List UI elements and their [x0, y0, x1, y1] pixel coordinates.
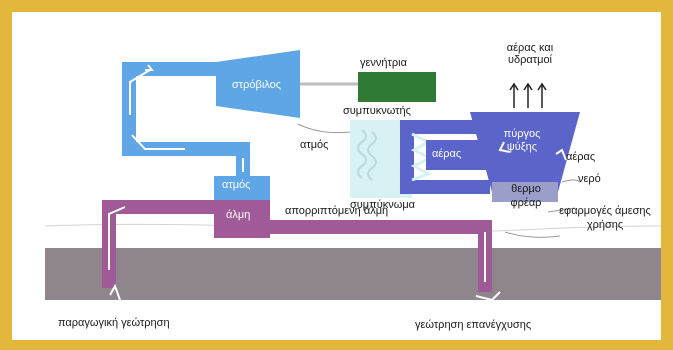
tower-exhaust-arrows	[509, 82, 547, 108]
brine-pipes	[102, 200, 492, 292]
condenser-label: συμπυκνωτής	[343, 105, 411, 117]
generator-box	[358, 72, 436, 102]
reinjection-well-label: γεώτρηση επανέγχυσης	[415, 319, 532, 331]
turbine-shape	[216, 50, 300, 118]
well-arrows	[109, 283, 501, 302]
rejected-brine-label: απορριπτόμενη άλμη	[285, 205, 389, 217]
steam-arrows	[129, 64, 244, 172]
steam-box-label: ατμός	[222, 179, 251, 191]
generator-label: γεννήτρια	[360, 57, 407, 69]
separator-steam	[214, 176, 270, 200]
steam-label: ατμός	[300, 139, 329, 151]
turbine-label: στρόβιλος	[232, 79, 282, 91]
air-inner-label: αέρας	[432, 148, 462, 160]
leader-lines	[297, 123, 581, 238]
condensate-label: συμπύκνωμα	[350, 199, 416, 211]
production-well-label: παραγωγική γεώτρηση	[58, 317, 170, 329]
condenser-coils	[357, 129, 377, 181]
ground-layer	[45, 248, 661, 300]
steam-pipe	[122, 62, 250, 182]
direct-use-label: εφαρμογές άμεσης χρήσης	[559, 205, 651, 231]
brine-arrows	[108, 206, 486, 282]
air-right-label: αέρας	[566, 151, 596, 163]
water-label: νερό	[578, 173, 601, 185]
tower-air-arrows	[498, 141, 567, 161]
air-vapour-label: αέρας και υδρατμοί	[506, 42, 554, 66]
brine-box-label: άλμη	[226, 209, 251, 221]
air-inner-box	[426, 140, 486, 170]
cooling-tower-shape	[470, 112, 580, 192]
hot-well-shape	[492, 182, 558, 202]
hot-well-label: θερμο φρέαρ	[510, 183, 542, 209]
cooling-tower-label: πύργος ψύξης	[503, 128, 541, 153]
